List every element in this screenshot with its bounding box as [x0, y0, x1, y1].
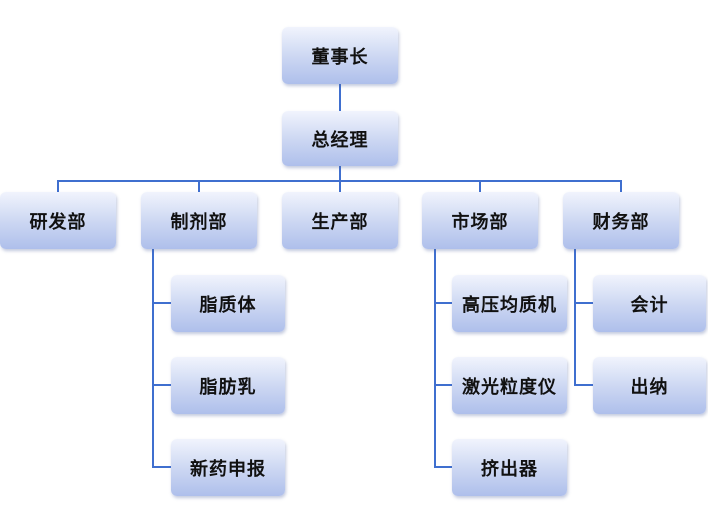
- node-unit-accounting: 会计: [593, 275, 706, 332]
- node-unit-cashier: 出纳: [593, 357, 706, 414]
- node-unit-particle-analyzer: 激光粒度仪: [452, 357, 567, 414]
- node-general-manager: 总经理: [282, 111, 398, 166]
- node-dept-rnd: 研发部: [0, 192, 116, 249]
- node-unit-fat-emulsion: 脂肪乳: [171, 357, 285, 414]
- node-dept-finance: 财务部: [563, 192, 679, 249]
- node-unit-extruder: 挤出器: [452, 439, 567, 496]
- node-unit-new-drug-application: 新药申报: [171, 439, 285, 496]
- node-dept-production: 生产部: [282, 192, 398, 249]
- node-unit-homogenizer: 高压均质机: [452, 275, 567, 332]
- node-chairman: 董事长: [282, 27, 398, 84]
- node-unit-liposome: 脂质体: [171, 275, 285, 332]
- node-dept-marketing: 市场部: [422, 192, 538, 249]
- node-dept-formulation: 制剂部: [141, 192, 257, 249]
